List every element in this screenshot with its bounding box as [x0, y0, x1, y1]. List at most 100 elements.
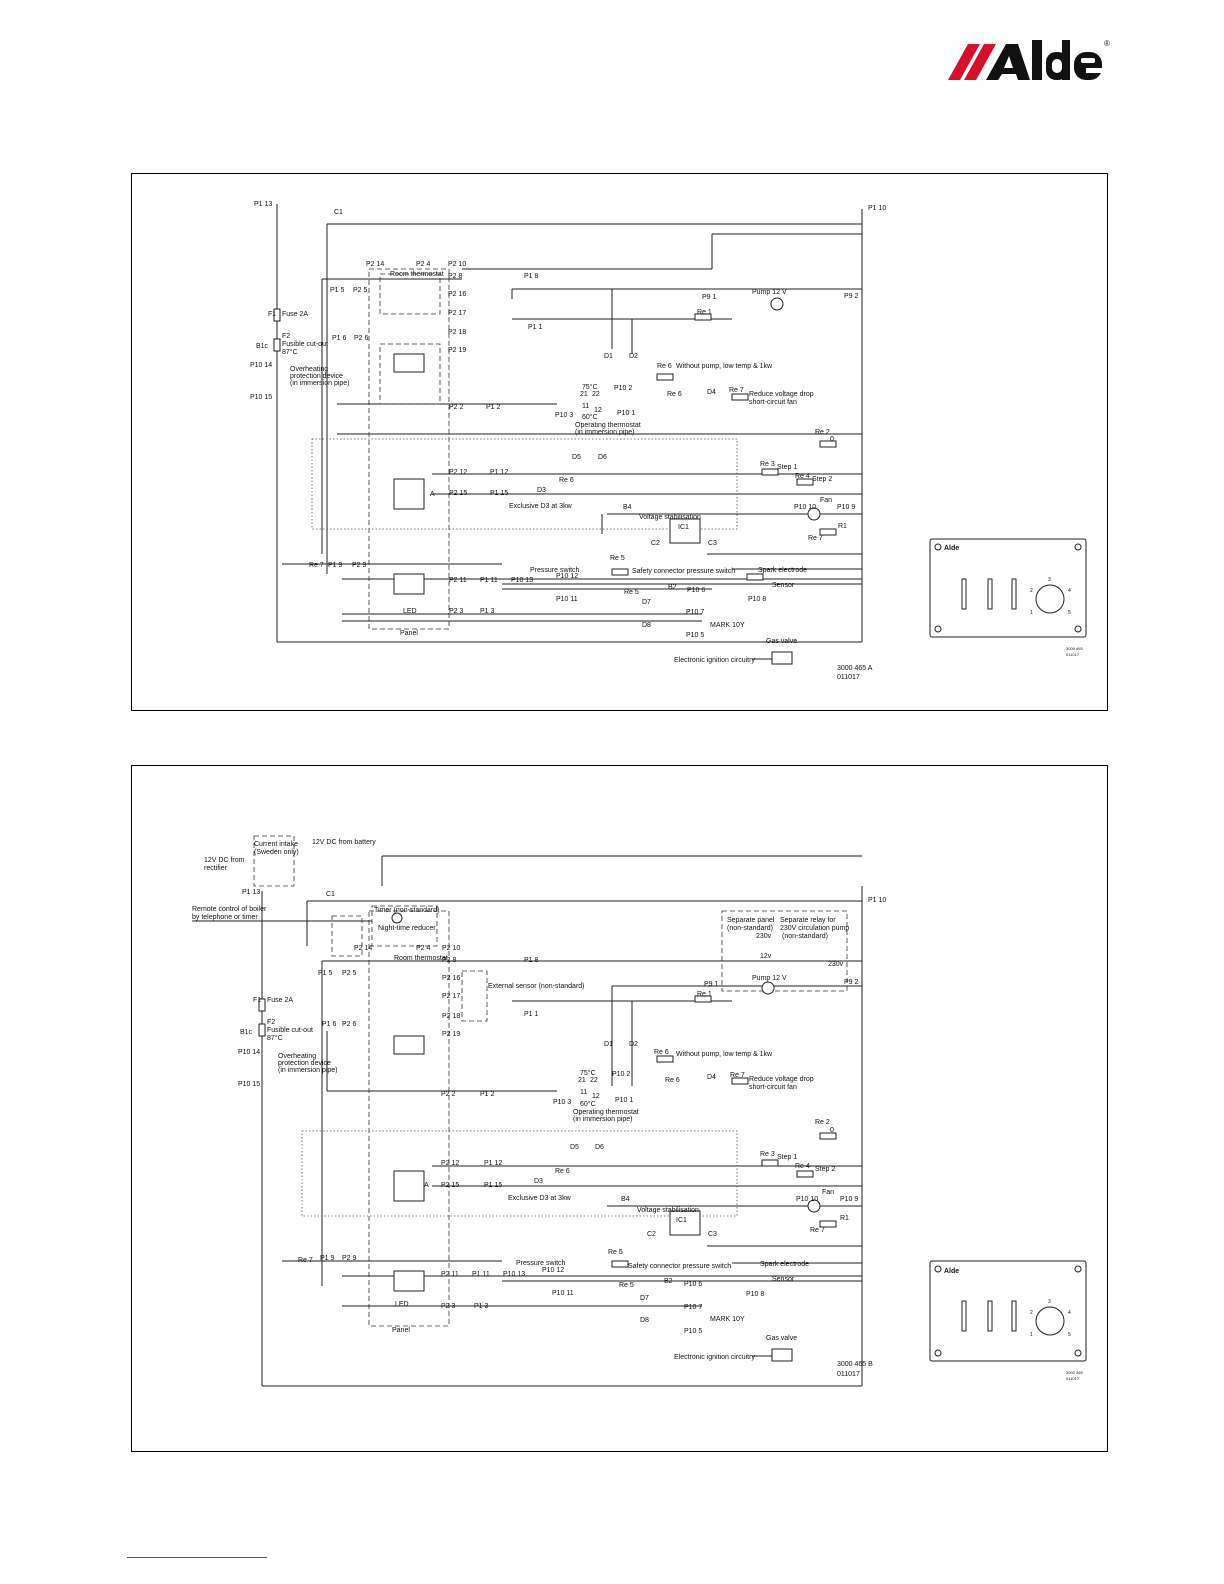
label-p2-9: P2 9	[352, 562, 367, 569]
label-p2-15: P2 15	[449, 490, 467, 497]
label-p10-14: P10 14	[250, 362, 272, 369]
label-11: 11	[580, 1089, 587, 1096]
dial-mark-2: 2	[1030, 1310, 1033, 1316]
label-p10-13: P10 13	[511, 577, 533, 584]
label-b1c: B1c	[256, 343, 269, 350]
label-d6: D6	[598, 454, 607, 461]
label-re2: Re 2	[815, 1119, 830, 1126]
label-p2-5: P2 5	[342, 970, 357, 977]
wiring-lines	[276, 204, 863, 660]
label-p10-1: P10 1	[615, 1097, 633, 1104]
label-p9-2: P9 2	[844, 293, 859, 300]
label-voltage: Voltage stabilisation	[637, 1207, 699, 1214]
label-fusible: Fusible cut-out	[267, 1027, 313, 1034]
label-p1-5: P1 5	[318, 970, 333, 977]
label-p1-8: P1 8	[524, 273, 539, 280]
label-12: 12	[592, 1093, 600, 1100]
label-re2: Re 2	[815, 429, 830, 436]
label-voltage: Voltage stabilisation	[639, 514, 701, 521]
label-sep-relay-2: 230V circulation pump	[780, 925, 849, 932]
label-p1-5: P1 5	[330, 287, 345, 294]
component-symbols	[273, 297, 837, 665]
wiring-diagram-a: P1 13 C1 P1 10 P2 14 P2 4 P2 10 P2 8 P1 …	[131, 173, 1108, 711]
label-gas: Gas valve	[766, 1335, 797, 1342]
label-re1: Re 1	[697, 309, 712, 316]
label-p1-1: P1 1	[524, 1011, 539, 1018]
label-p1-2: P1 2	[480, 1091, 495, 1098]
label-d4: D4	[707, 1074, 716, 1081]
label-reduce-1: Reduce voltage drop	[749, 1076, 814, 1083]
label-overheat-1: Overheating	[278, 1053, 316, 1060]
label-p1-2: P1 2	[486, 404, 501, 411]
dial-mark-3: 3	[1048, 577, 1051, 583]
label-p10-14: P10 14	[238, 1049, 260, 1056]
label-230v: 230v	[756, 933, 772, 940]
label-p2-2: P2 2	[449, 404, 464, 411]
label-p1-1: P1 1	[528, 324, 543, 331]
label-step2: Step 2	[815, 1166, 835, 1173]
dial-mark-1: 1	[1030, 1332, 1033, 1338]
label-p1-6: P1 6	[322, 1021, 337, 1028]
label-sep-panel-1: Separate panel	[727, 917, 775, 924]
label-re3: Re 3	[760, 1151, 775, 1158]
label-0: 0	[830, 436, 834, 443]
current-intake-box	[253, 835, 295, 887]
label-0: 0	[830, 1127, 834, 1134]
label-overheat-3: (in immersion pipe)	[278, 1067, 338, 1074]
label-d3: D3	[534, 1178, 543, 1185]
label-p10-5: P10 5	[684, 1328, 702, 1335]
label-fan: Fan	[822, 1189, 834, 1196]
label-21: 21	[578, 1077, 586, 1084]
label-b4: B4	[623, 504, 632, 511]
label-p10-1: P10 1	[617, 410, 635, 417]
label-p1-12: P1 12	[490, 469, 508, 476]
label-pressure: Pressure switch	[530, 567, 580, 574]
label-60c: 60°C	[582, 413, 598, 421]
label-spark: Spark electrode	[760, 1261, 809, 1268]
label-re7-a: Re 7	[730, 1072, 745, 1079]
label-room-thermostat: Room thermostat	[394, 955, 448, 962]
label-p10-10: P10 10	[796, 1196, 818, 1203]
label-sep-relay-1: Separate relay for	[780, 917, 836, 924]
label-p2-10: P2 10	[448, 261, 466, 268]
label-c2: C2	[651, 540, 660, 547]
control-panel-code: 3000 465	[1066, 646, 1083, 651]
label-p10-2: P10 2	[612, 1071, 630, 1078]
label-timer: Timer (non-standard)	[374, 907, 440, 914]
label-p10-3: P10 3	[555, 412, 573, 419]
label-p10-11: P10 11	[556, 596, 578, 603]
label-d5: D5	[572, 454, 581, 461]
label-p2-11: P2 11	[441, 1271, 459, 1278]
label-p1-8: P1 8	[524, 957, 539, 964]
label-p10-7: P10 7	[684, 1304, 702, 1311]
label-ref: 3000 465 B	[837, 1361, 873, 1368]
label-re5-a: Re 5	[608, 1249, 623, 1256]
label-fuse: Fuse 2A	[282, 311, 308, 318]
label-sensor: Sensor	[772, 1276, 795, 1283]
label-date: 011017	[837, 674, 860, 681]
label-mark: MARK 10Y	[710, 1316, 745, 1323]
label-room-thermostat: Room thermostat	[390, 271, 444, 278]
label-b2: B2	[664, 1278, 673, 1285]
label-temp-87: 87°C	[282, 348, 298, 356]
label-ic1: IC1	[678, 524, 689, 531]
label-pressure: Pressure switch	[516, 1260, 566, 1267]
label-p1-9: P1 9	[328, 562, 343, 569]
label-p1-6: P1 6	[332, 335, 347, 342]
label-pump: Pump 12 V	[752, 289, 787, 296]
label-p2-18: P2 18	[448, 329, 466, 336]
control-panel-inset: Alde 1 2 3 4 5 3000 465 011017	[929, 538, 1087, 657]
label-p1-15: P1 15	[490, 490, 508, 497]
label-remote-1: Remote control of boiler	[192, 906, 267, 913]
label-c3: C3	[708, 540, 717, 547]
label-p10-9: P10 9	[840, 1196, 858, 1203]
label-op-2: (in immersion pipe)	[573, 1116, 633, 1123]
footer-rule	[127, 1557, 267, 1558]
label-p2-14: P2 14	[366, 261, 384, 268]
label-reduce-2: short-circuit fan	[749, 399, 797, 406]
label-re6-b: Re 6	[667, 391, 682, 398]
label-b1c: B1c	[240, 1029, 253, 1036]
label-p2-11: P2 11	[449, 577, 467, 584]
label-sensor: Sensor	[772, 582, 795, 589]
label-a: A	[430, 491, 435, 498]
